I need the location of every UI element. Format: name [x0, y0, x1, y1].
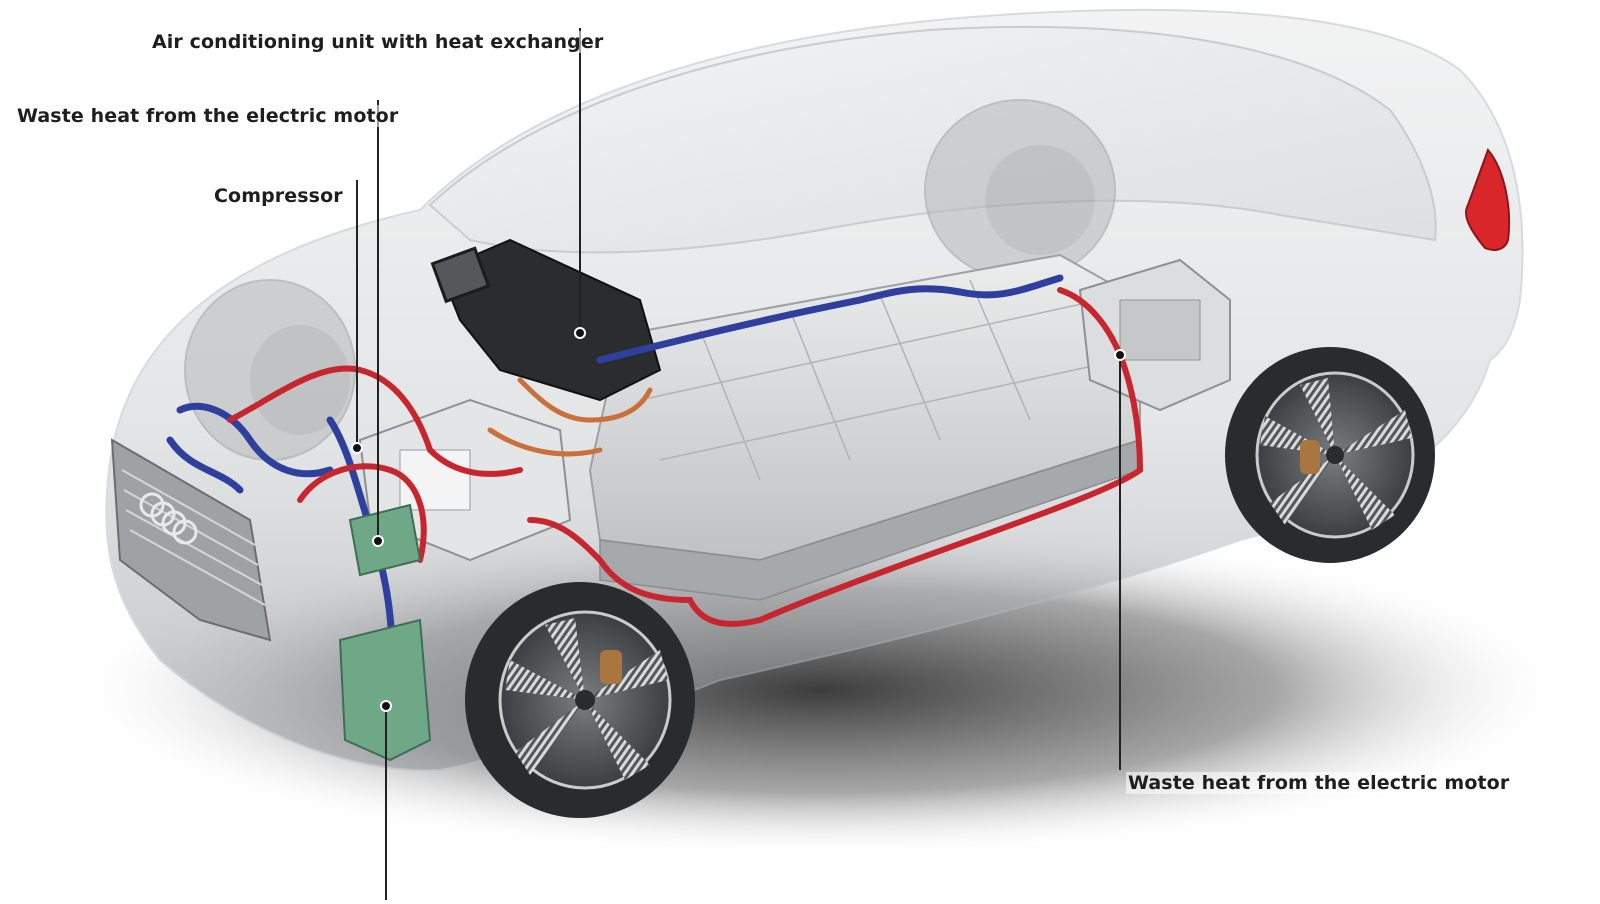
brand-rings-logo	[139, 492, 198, 545]
heat-pump-module	[338, 503, 432, 762]
marker-waste-heat-rear	[1114, 349, 1126, 361]
callout-ac-unit-label: Air conditioning unit with heat exchange…	[150, 31, 606, 53]
rear-right-wheel	[1225, 347, 1435, 563]
callout-compressor-label: Compressor	[212, 185, 345, 207]
callout-waste-heat-front-label: Waste heat from the electric motor	[15, 105, 401, 127]
callout-waste-heat-rear-label: Waste heat from the electric motor	[1126, 772, 1512, 794]
marker-ac-unit	[574, 327, 586, 339]
marker-compressor	[351, 442, 363, 454]
front-grille	[110, 438, 272, 642]
tail-light	[1465, 148, 1511, 251]
marker-heat-pump	[380, 700, 392, 712]
refrigerant-line	[487, 377, 653, 457]
marker-waste-heat-front	[372, 535, 384, 547]
rear-left-ghost-wheel	[924, 99, 1116, 281]
windshield-glass	[428, 25, 1437, 254]
battery-modules	[639, 279, 1121, 481]
callout-leaders	[351, 28, 1126, 900]
coolant-line-hot	[227, 287, 1144, 627]
rear-electric-motor	[1078, 258, 1231, 412]
front-right-wheel	[465, 582, 695, 818]
